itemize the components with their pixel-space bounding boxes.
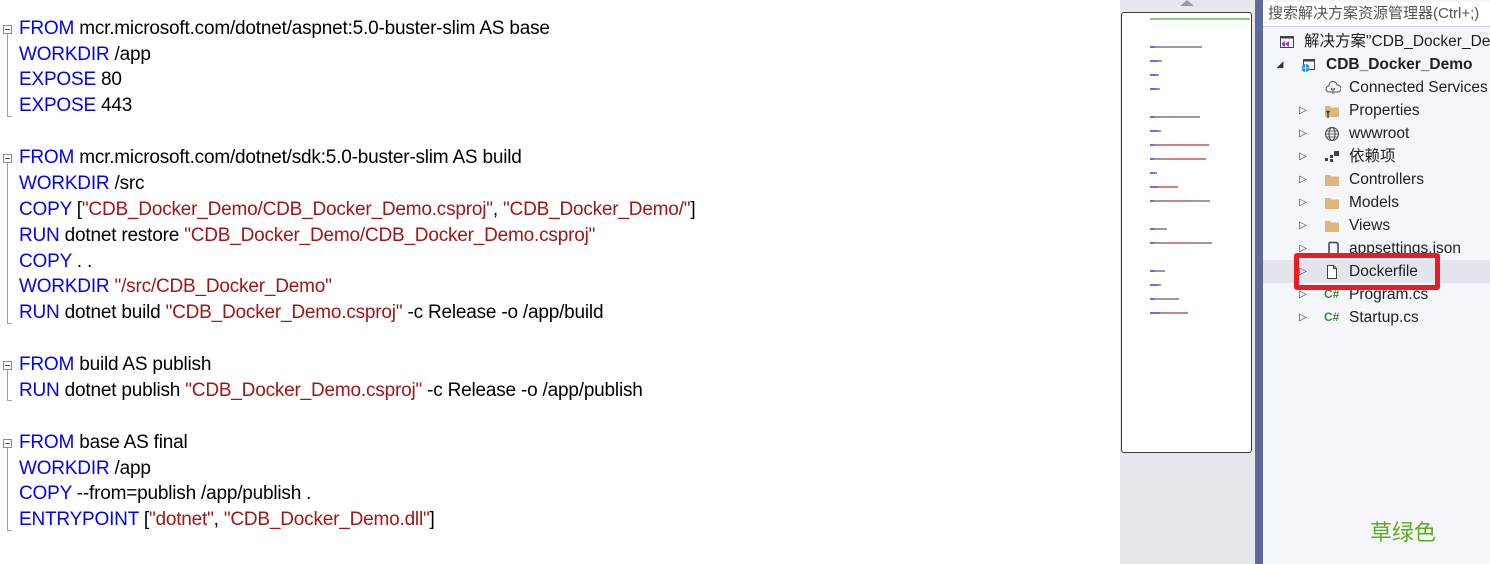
- collapse-toggle-icon[interactable]: [3, 361, 12, 370]
- folder-icon: [1325, 221, 1339, 232]
- fold-guide: [7, 34, 8, 116]
- panel-splitter[interactable]: [1255, 0, 1263, 564]
- tree-item-properties[interactable]: ▷ Properties: [1263, 99, 1490, 122]
- code-line[interactable]: COPY ["CDB_Docker_Demo/CDB_Docker_Demo.c…: [19, 199, 696, 220]
- fold-guide-end: [7, 530, 12, 531]
- collapse-toggle-icon[interactable]: [3, 439, 12, 448]
- fold-guide: [7, 448, 8, 530]
- tree-item-models[interactable]: ▷ Models: [1263, 191, 1490, 214]
- code-line[interactable]: ENTRYPOINT ["dotnet", "CDB_Docker_Demo.d…: [19, 509, 435, 530]
- collapsed-arrow-icon[interactable]: ▷: [1299, 151, 1307, 162]
- code-line[interactable]: EXPOSE 443: [19, 95, 133, 116]
- code-line[interactable]: FROM build AS publish: [19, 354, 212, 375]
- tree-item-project[interactable]: ◢ CDB_Docker_Demo: [1263, 53, 1490, 76]
- dependencies-icon: [1325, 151, 1339, 162]
- web-project-icon: [1301, 59, 1315, 72]
- code-line[interactable]: RUN dotnet publish "CDB_Docker_Demo.cspr…: [19, 380, 643, 401]
- fold-guide-end: [7, 400, 12, 401]
- fold-guide: [7, 163, 8, 323]
- collapsed-arrow-icon[interactable]: ▷: [1299, 312, 1307, 323]
- minimap-thumb[interactable]: [1121, 12, 1252, 453]
- tree-item-dockerfile[interactable]: ▷ Dockerfile: [1263, 260, 1490, 283]
- code-line[interactable]: RUN dotnet build "CDB_Docker_Demo.csproj…: [19, 302, 604, 323]
- connected-services-icon: [1325, 81, 1341, 94]
- tree-item-solution[interactable]: 解决方案"CDB_Docker_Demo": [1263, 30, 1490, 53]
- fold-guide-end: [7, 323, 12, 324]
- tree-item-startup-cs[interactable]: ▷ C# Startup.cs: [1263, 306, 1490, 329]
- code-line[interactable]: RUN dotnet restore "CDB_Docker_Demo/CDB_…: [19, 225, 596, 246]
- fold-guide-end: [7, 116, 12, 117]
- code-line[interactable]: FROM base AS final: [19, 432, 188, 453]
- collapsed-arrow-icon[interactable]: ▷: [1299, 197, 1307, 208]
- tree-item-program-cs[interactable]: ▷ C# Program.cs: [1263, 283, 1490, 306]
- code-line[interactable]: WORKDIR "/src/CDB_Docker_Demo": [19, 276, 332, 297]
- file-icon: [1327, 265, 1337, 279]
- collapsed-arrow-icon[interactable]: ▷: [1299, 174, 1307, 185]
- tree-item-controllers[interactable]: ▷ Controllers: [1263, 168, 1490, 191]
- tree-item-appsettings[interactable]: ▷ appsettings.json: [1263, 237, 1490, 260]
- globe-icon: [1325, 127, 1339, 141]
- csharp-file-icon: C#: [1324, 310, 1340, 324]
- annotation-label: 草绿色: [1370, 520, 1437, 545]
- code-line[interactable]: WORKDIR /app: [19, 458, 151, 479]
- scroll-up-arrow-icon[interactable]: [1180, 0, 1194, 6]
- expanded-arrow-icon[interactable]: ◢: [1276, 59, 1284, 69]
- folder-icon: [1325, 175, 1339, 186]
- collapsed-arrow-icon[interactable]: ▷: [1299, 105, 1307, 116]
- code-line[interactable]: WORKDIR /app: [19, 44, 151, 65]
- dockerfile-editor[interactable]: FROM mcr.microsoft.com/dotnet/aspnet:5.0…: [0, 0, 1120, 564]
- code-line[interactable]: COPY --from=publish /app/publish .: [19, 483, 312, 504]
- collapse-toggle-icon[interactable]: [3, 25, 12, 34]
- collapsed-arrow-icon[interactable]: ▷: [1299, 128, 1307, 139]
- csharp-file-icon: C#: [1324, 287, 1340, 301]
- code-line[interactable]: COPY . .: [19, 251, 93, 272]
- solution-explorer-search-input[interactable]: 搜索解决方案资源管理器(Ctrl+;): [1263, 2, 1490, 27]
- code-line[interactable]: WORKDIR /src: [19, 173, 145, 194]
- solution-explorer: 搜索解决方案资源管理器(Ctrl+;) 解决方案"CDB_Docker_Demo…: [1263, 0, 1490, 564]
- tree-item-connected-services[interactable]: Connected Services: [1263, 76, 1490, 99]
- dockerfile-highlight-box: [1294, 253, 1440, 290]
- visual-studio-solution-icon: [1280, 36, 1294, 48]
- collapsed-arrow-icon[interactable]: ▷: [1299, 243, 1307, 254]
- code-line[interactable]: FROM mcr.microsoft.com/dotnet/aspnet:5.0…: [19, 18, 550, 39]
- properties-folder-icon: [1325, 106, 1339, 118]
- tree-item-wwwroot[interactable]: ▷ wwwroot: [1263, 122, 1490, 145]
- collapsed-arrow-icon[interactable]: ▷: [1299, 266, 1307, 277]
- tree-item-dependencies[interactable]: ▷ 依赖项: [1263, 145, 1490, 168]
- collapse-toggle-icon[interactable]: [3, 154, 12, 163]
- fold-guide: [7, 370, 8, 400]
- collapsed-arrow-icon[interactable]: ▷: [1299, 220, 1307, 231]
- code-line[interactable]: FROM mcr.microsoft.com/dotnet/sdk:5.0-bu…: [19, 147, 522, 168]
- code-line[interactable]: EXPOSE 80: [19, 69, 122, 90]
- collapsed-arrow-icon[interactable]: ▷: [1299, 289, 1307, 300]
- tree-item-views[interactable]: ▷ Views: [1263, 214, 1490, 237]
- folder-icon: [1325, 198, 1339, 209]
